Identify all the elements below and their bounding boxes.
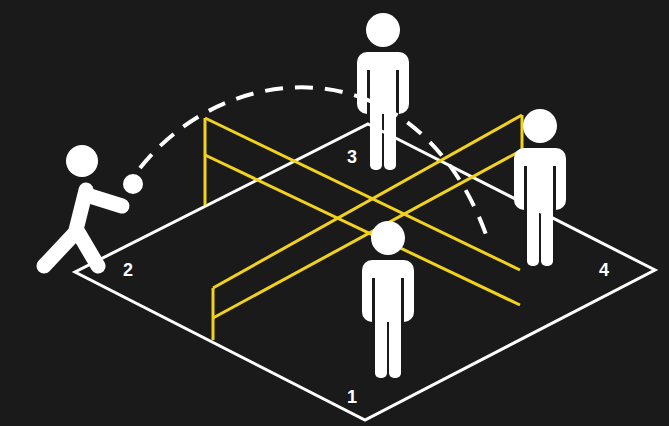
- ball: [123, 174, 143, 194]
- player: [357, 13, 409, 170]
- player: [514, 109, 566, 266]
- player: [362, 221, 414, 378]
- court-outline: [75, 124, 655, 420]
- corner-number: 2: [123, 261, 133, 279]
- corner-number: 1: [347, 388, 357, 406]
- corner-number: 4: [599, 261, 609, 279]
- player-head: [66, 145, 98, 177]
- serving-player: [44, 190, 122, 266]
- ball-path: [140, 87, 488, 240]
- corner-number: 3: [347, 148, 357, 166]
